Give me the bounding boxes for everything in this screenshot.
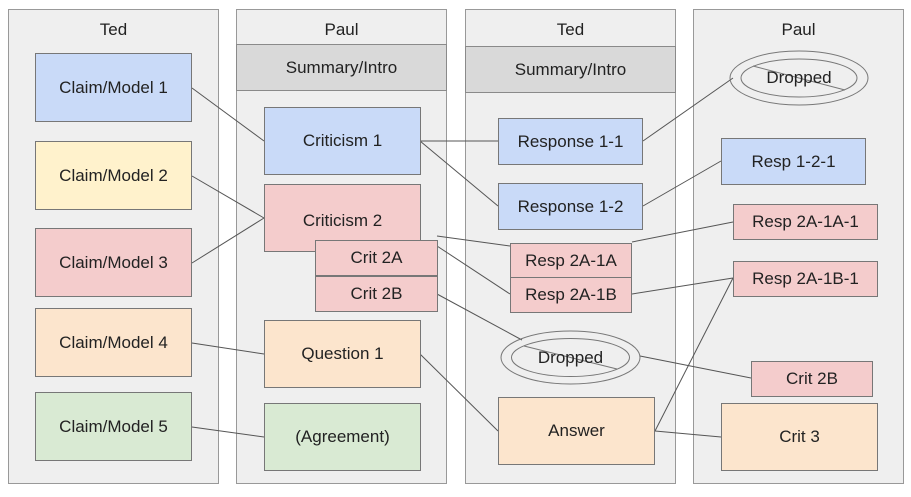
resp-2a-1a-box: Resp 2A-1A (510, 243, 632, 279)
claim-model-1-box: Claim/Model 1 (35, 53, 192, 122)
column-title: Paul (324, 20, 359, 39)
resp-1-2-1-box: Resp 1-2-1 (721, 138, 866, 185)
resp-2a-1b-1-box: Resp 2A-1B-1 (733, 261, 878, 297)
column-title: Paul (781, 20, 816, 39)
summary-intro-box: Summary/Intro (236, 44, 447, 91)
claim-model-3-box: Claim/Model 3 (35, 228, 192, 297)
crit-2b-box: Crit 2B (751, 361, 873, 397)
claim-model-2-box: Claim/Model 2 (35, 141, 192, 210)
dropped-prohibition-icon (500, 330, 641, 385)
column-title: Ted (556, 20, 585, 39)
dropped-label: Dropped (766, 68, 832, 87)
dropped-label: Dropped (537, 347, 604, 367)
crit-2a-box: Crit 2A (315, 240, 438, 276)
resp-2a-1a-1-box: Resp 2A-1A-1 (733, 204, 878, 240)
resp-2a-1b-box: Resp 2A-1B (510, 277, 632, 313)
response-1-1-box: Response 1-1 (498, 118, 643, 165)
response-1-2-box: Response 1-2 (498, 183, 643, 230)
crit-2b-box: Crit 2B (315, 276, 438, 312)
agreement-box: (Agreement) (264, 403, 421, 471)
dropped-marker: Dropped (729, 50, 869, 106)
crit-3-box: Crit 3 (721, 403, 878, 471)
criticism-1-box: Criticism 1 (264, 107, 421, 175)
column-title: Ted (99, 20, 128, 39)
answer-box: Answer (498, 397, 655, 465)
dropped-marker: Dropped (500, 330, 641, 385)
criticism-2-label: Criticism 2 (302, 211, 383, 230)
claim-model-4-box: Claim/Model 4 (35, 308, 192, 377)
dropped-prohibition-icon (729, 50, 869, 106)
claim-model-5-box: Claim/Model 5 (35, 392, 192, 461)
summary-intro-box: Summary/Intro (465, 46, 676, 93)
question-1-box: Question 1 (264, 320, 421, 388)
